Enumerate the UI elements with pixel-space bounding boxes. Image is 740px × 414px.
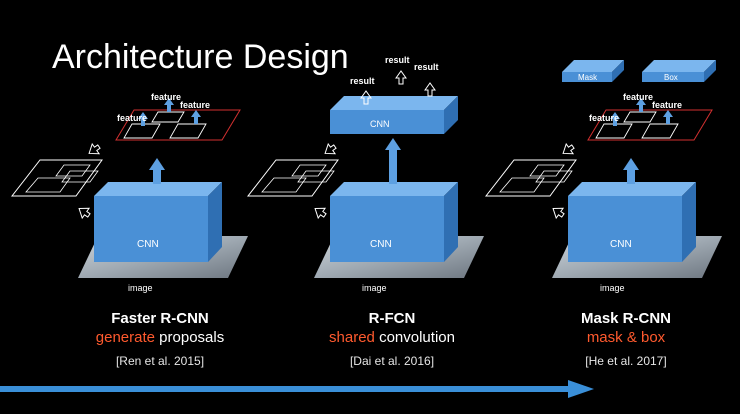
tagline-accent: mask & box — [587, 329, 665, 346]
up-arrow-shaft — [627, 168, 635, 184]
feature-label: feature — [623, 92, 653, 102]
feature-arrow — [167, 104, 171, 112]
hollow-arrow-icon — [550, 204, 567, 221]
result-label: result — [414, 62, 439, 72]
citation: [Dai et al. 2016] — [292, 354, 492, 368]
cnn-box-front — [94, 196, 208, 262]
feature-arrow — [666, 116, 670, 124]
progress-arrow-shaft — [0, 386, 570, 392]
cnn-label: CNN — [370, 239, 392, 250]
up-arrow-shaft — [389, 148, 397, 184]
feature-cell — [642, 124, 678, 138]
hollow-arrow-icon — [86, 142, 103, 159]
up-arrow-head — [623, 158, 639, 170]
up-arrow-head — [385, 138, 401, 150]
proposal-box — [56, 165, 90, 176]
feature-arrow-head — [663, 110, 673, 117]
top-cnn-top — [330, 96, 458, 110]
tagline-accent: shared — [329, 329, 375, 346]
citation: [Ren et al. 2015] — [60, 354, 260, 368]
feature-arrow-head — [191, 110, 201, 117]
feature-cell — [124, 124, 160, 138]
panel-faster-rcnn: image CNN — [12, 92, 248, 293]
method-name: Mask R-CNN — [526, 310, 726, 327]
feature-label: feature — [117, 113, 147, 123]
caption-faster-rcnn: Faster R-CNN generate proposals [Ren et … — [60, 310, 260, 368]
method-tagline: shared convolution — [292, 329, 492, 346]
up-arrow-head — [149, 158, 165, 170]
feature-label: feature — [180, 100, 210, 110]
proposal-box — [292, 165, 326, 176]
cnn-box-top — [94, 182, 222, 196]
cnn-box-top — [568, 182, 696, 196]
cnn-label: CNN — [610, 239, 632, 250]
feature-cell — [624, 112, 656, 122]
tagline-rest: convolution — [375, 329, 455, 346]
cnn-label: CNN — [370, 119, 390, 129]
progress-arrow — [0, 380, 594, 398]
method-name: Faster R-CNN — [60, 310, 260, 327]
feature-arrow — [639, 104, 643, 112]
progress-arrow-head — [568, 380, 594, 398]
feature-cell — [152, 112, 184, 122]
feature-cell — [170, 124, 206, 138]
hollow-arrow-icon — [312, 204, 329, 221]
cnn-label: CNN — [137, 239, 159, 250]
cnn-box-top — [330, 182, 458, 196]
feature-arrow — [194, 116, 198, 124]
cnn-box-front — [568, 196, 682, 262]
feature-cell — [596, 124, 632, 138]
panel-rfcn: image CNN CNN result result re — [248, 55, 484, 293]
feature-label: feature — [589, 113, 619, 123]
result-arrow-icon — [396, 71, 406, 84]
caption-mask-rcnn: Mask R-CNN mask & box [He et al. 2017] — [526, 310, 726, 368]
citation: [He et al. 2017] — [526, 354, 726, 368]
hollow-arrow-icon — [322, 142, 339, 159]
feature-label: feature — [151, 92, 181, 102]
tagline-accent: generate — [96, 329, 155, 346]
result-label: result — [350, 76, 375, 86]
mask-label: Mask — [578, 73, 598, 82]
method-name: R-FCN — [292, 310, 492, 327]
panel-mask-rcnn: image CNN feature fea — [486, 60, 722, 293]
box-slab-top — [642, 60, 716, 72]
method-tagline: mask & box — [526, 329, 726, 346]
image-label: image — [128, 283, 153, 293]
box-label: Box — [664, 73, 678, 82]
proposal-box — [530, 165, 564, 176]
result-arrow-icon — [425, 83, 435, 96]
feature-label: feature — [652, 100, 682, 110]
caption-rfcn: R-FCN shared convolution [Dai et al. 201… — [292, 310, 492, 368]
tagline-rest: proposals — [155, 329, 224, 346]
up-arrow-shaft — [153, 168, 161, 184]
method-tagline: generate proposals — [60, 329, 260, 346]
image-label: image — [600, 283, 625, 293]
hollow-arrow-icon — [560, 142, 577, 159]
cnn-box-front — [330, 196, 444, 262]
image-label: image — [362, 283, 387, 293]
hollow-arrow-icon — [76, 204, 93, 221]
result-label: result — [385, 55, 410, 65]
